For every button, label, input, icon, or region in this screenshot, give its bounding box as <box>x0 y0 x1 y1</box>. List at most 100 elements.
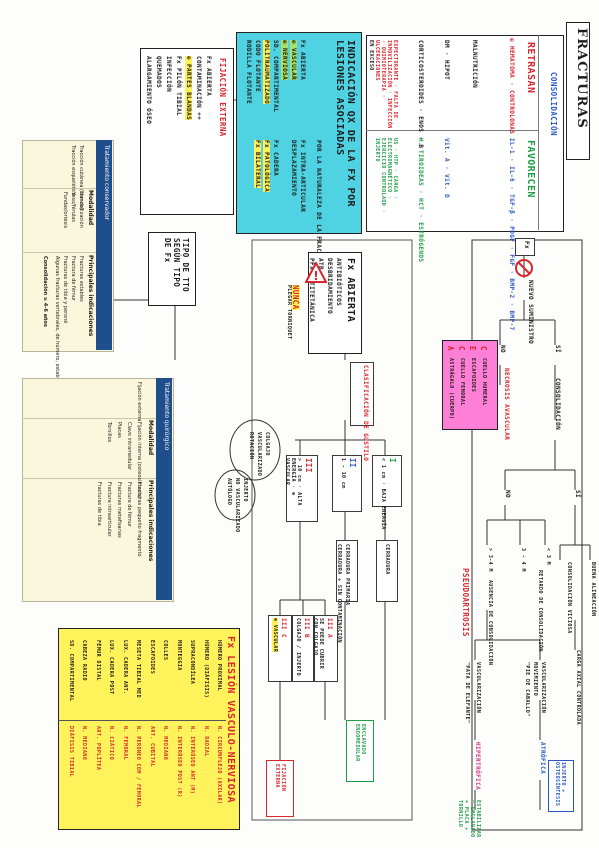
tipo-tto-title: TIPO DE TTO SEGÚN TIPO DE Fx <box>163 238 190 293</box>
fijacion-item-1: Fx ABIERTA <box>205 56 212 97</box>
lesion-vn-nerve: N. INTERÓSEO POST (R) <box>175 726 182 798</box>
ccf-line: ESCAFOIDES <box>470 358 476 393</box>
grade-iiia-label: III A <box>326 618 333 639</box>
flow-start: Fx <box>523 241 530 250</box>
grade-iii-box <box>286 455 318 522</box>
retrasan-row-5: EXPECTORANTE · FALTA DE INMOVILIZACIÓN ·… <box>374 40 398 129</box>
favorecen-label: FAVORECEN <box>525 140 536 198</box>
lesion-vn-nerve: N. CIÁTICO <box>108 726 114 761</box>
indicacion-item-8: Fx INTRA-ARTICULAR <box>299 140 306 213</box>
fx-abierta-item-1: ANTIBIÓTICOS <box>335 258 342 307</box>
flow-tipo-2: VASCULARIZACIÓN <box>540 662 546 714</box>
injerto-item-1: NO VASCULARIZADO <box>234 478 240 533</box>
flow-consolidacion: CONSOLIDACIÓN <box>554 378 561 431</box>
retrasan-row-3: DM · HIPOT <box>443 40 450 81</box>
lesion-vn-fx: FÉMUR DISTAL <box>94 640 101 681</box>
flow-start-box <box>515 238 535 256</box>
retrasan-row-4: CORTICOSTEROIDES · ENOS · B <box>417 40 424 149</box>
lesion-vn-nerve: N. PERONEO COM / FEMORAL <box>135 726 141 808</box>
flow-seudo: PSEUDOARTROSIS <box>461 568 470 637</box>
table-b-cell-10: Fracturas de tibia <box>96 482 102 526</box>
retrasan-row-6: EN EXCESO <box>368 40 374 71</box>
grade-iiib-desc: COLGAJO / INJERTO <box>295 618 301 676</box>
treat-2-box <box>336 540 358 602</box>
consolidacion-divider <box>366 130 538 131</box>
lesion-vn-fx: COLLES <box>162 640 168 661</box>
grade-i-desc: < 1 cm · BAJA ENERGÍA <box>380 458 386 530</box>
ccf-letter: C <box>479 346 488 351</box>
consolidacion-heading: CONSOLIDACIÓN <box>549 72 558 136</box>
flow-retardo: RETARDO DE CONSOLIDACIÓN <box>537 570 543 652</box>
never-sub: PLEGAR TORNIQUET <box>286 285 292 340</box>
lesion-vn-fx: SUPRACONDÍLEA <box>189 640 195 685</box>
flow-buena: BUENA ALINEACIÓN <box>590 562 596 617</box>
colgajo-label: COLGAJO <box>264 432 270 456</box>
lesion-vn-fx: HÚMERO (DIÁFISIS) <box>202 640 209 698</box>
treat-4-box <box>346 720 374 782</box>
table-b-divider-1 <box>22 418 156 419</box>
table-a-cell-6: Fracturas estables <box>78 256 84 302</box>
grade-iiic-desc: ⊕ VASCULAR <box>272 618 278 653</box>
lesion-vn-fx: ESCAFOIDES <box>148 640 155 675</box>
table-conservador-header <box>96 140 112 350</box>
table-b-header-3: Principales indicaciones <box>147 480 154 562</box>
lesion-vn-nerve: N. FEMORAL <box>121 726 128 761</box>
indicacion-item-9: DESPLAZAMIENTO <box>290 140 297 197</box>
table-a-cell-8: Fracturas de tibia y peroné <box>62 256 68 324</box>
flow-tipo-3: MOVIMIENTO <box>532 662 538 697</box>
indicacion-item-10: Fx PATOLÓGICA <box>263 140 270 193</box>
lesion-vn-fx: HÚMERO PROXIMAL <box>216 640 222 692</box>
fx-abierta-item-2: DESBRIDAMIENTO <box>326 258 333 315</box>
consolidacion-table <box>366 35 564 232</box>
ccf-line: CUELLO HUMERAL <box>481 358 487 406</box>
ccf-letter: A <box>446 346 455 351</box>
lesion-vn-nerve: N. RADIAL <box>202 726 209 757</box>
table-b-cell-7: Fractura de fémur <box>126 482 132 527</box>
table-b-cell-5: Tornillos <box>106 422 112 443</box>
flow-ausencia: AUSENCIA DE CONSOLIDACIÓN <box>487 580 493 666</box>
table-a-cell-7: Fractura de fémur <box>70 256 76 301</box>
lesion-vn-nerve: N. MEDIANO <box>162 726 168 761</box>
flow-atrofica: ATRÓFICA <box>539 742 546 775</box>
indicacion-title: INDICACIÓN QX DE LA FX POR LESIONES ASOC… <box>334 40 356 207</box>
injerto-box <box>548 760 574 812</box>
table-b-cell-9: Fractura intraarticular <box>106 482 112 537</box>
lesion-vn-title: Fx LESIÓN VASCULO-NERVIOSA <box>225 636 236 803</box>
grade-iiib-box <box>292 615 314 682</box>
ccf-box <box>442 340 498 430</box>
warning-icon: ! <box>305 262 327 283</box>
fijacion-item-4: Fx PILÓN TIBIAL <box>175 56 182 117</box>
poster-title: FRACTURAS <box>574 28 589 129</box>
retrasan-label: RETRASAN <box>525 42 536 94</box>
table-quirurgico <box>22 378 174 602</box>
grade-iiic-label: III C <box>280 618 287 639</box>
table-b-header-1: Tratamiento quirúrgico <box>163 382 170 451</box>
flow-injerto: INJERTO + OSTEOSÍNTESIS <box>554 762 566 807</box>
table-a-cell-9: Algunas fracturas vertebrales, de húmero… <box>54 256 60 385</box>
table-a-cell-10: Consolidación ≥ 4-6 años <box>42 256 48 327</box>
indicacion-qx-box <box>236 32 362 234</box>
lesion-vn-divider <box>58 720 226 721</box>
tipo-tto-box <box>148 232 196 306</box>
injerto-label: INJERTO <box>242 478 248 502</box>
flow-no: NO <box>499 345 506 354</box>
grade-i-box <box>372 455 402 507</box>
lesion-vn-nerve: DIÁFISIS TIBIAL <box>67 726 74 778</box>
consolidacion-header-col <box>538 35 563 230</box>
indicacion-item-4: SD. COMPARTIMENTAL <box>272 40 279 113</box>
indicacion-item-7: RODILLA FLOTANTE <box>245 40 252 105</box>
grade-iiib-label: III B <box>303 618 310 639</box>
necrosis-label: NECROSIS AVASCULAR <box>503 368 510 441</box>
colgajo-item-2: ROTACIÓN <box>248 432 254 460</box>
favorecen-row-4: H. TIROIDEAS · HCT · ESTRÓGENOS <box>417 138 424 263</box>
retrasan-row-1: ⊕ HEMATOMA · CONTROLONAS <box>508 38 515 135</box>
lesion-vn-fx: MESETA TIBIAL MED <box>135 640 141 698</box>
gustilo-title: CLASIFICACIÓN DE GUSTILO <box>362 365 369 462</box>
indicacion-item-12: Fx CADERA <box>272 140 279 177</box>
indicacion-item-3: ⊕ NERVIOSA <box>281 40 288 81</box>
lesion-vn-fx: CABEZA RADIO <box>81 640 87 681</box>
flow-hipertrofica: HIPERTRÓFICA <box>474 742 481 791</box>
favorecen-row-3: Vit. A · Vit. D <box>443 138 450 199</box>
fijacion-item-5: INFECCIÓN <box>165 56 172 93</box>
flow-mala: CONSOLIDACIÓN VICIOSA <box>566 562 572 634</box>
